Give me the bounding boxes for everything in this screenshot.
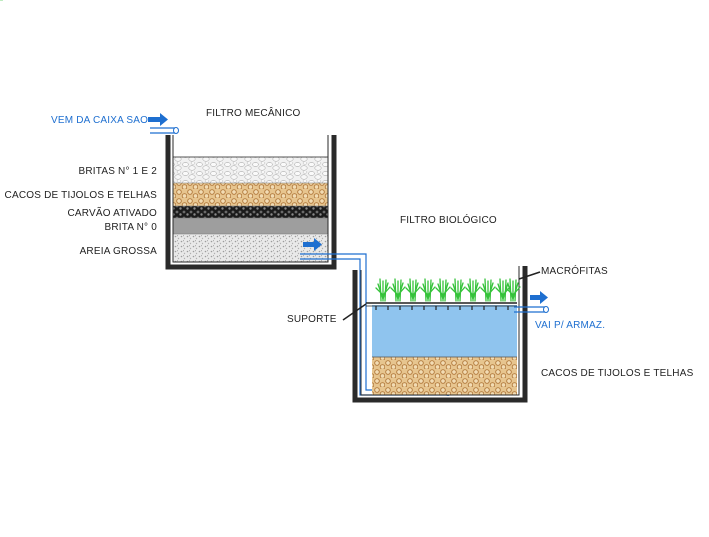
outlet-flow-arrow-icon bbox=[530, 291, 548, 304]
macrophytes-label: MACRÓFITAS bbox=[541, 266, 608, 277]
layer-gravel-0 bbox=[173, 218, 328, 234]
layer-brick-shards bbox=[173, 183, 328, 206]
inlet-label: VEM DA CAIXA SAO bbox=[51, 115, 149, 126]
mechanical-filter-title: FILTRO MECÂNICO bbox=[206, 108, 301, 119]
layer-brick-shards-bottom bbox=[372, 357, 517, 395]
macrophytes-leader bbox=[518, 271, 541, 280]
transfer-flow-arrow-icon bbox=[303, 238, 322, 251]
coarse-sand-label: AREIA GROSSA bbox=[79, 246, 157, 257]
gravel-1-2-label: BRITAS N° 1 E 2 bbox=[78, 166, 157, 177]
layer-coarse-sand bbox=[173, 234, 328, 262]
outlet-pipe bbox=[514, 291, 549, 313]
brick-shards-label: CACOS DE TIJOLOS E TELHAS bbox=[4, 190, 157, 201]
mechanical-filter-tank bbox=[165, 135, 337, 270]
biological-tank-walls bbox=[352, 266, 528, 403]
layer-gravel-1-2 bbox=[173, 157, 328, 183]
biological-filter-tank bbox=[352, 266, 528, 403]
support-leader bbox=[342, 303, 367, 321]
biological-filter-title: FILTRO BIOLÓGICO bbox=[400, 215, 497, 226]
inlet-pipe bbox=[148, 113, 179, 134]
brick-shards-bottom-label: CACOS DE TIJOLOS E TELHAS bbox=[541, 368, 694, 379]
mechanical-tank-walls bbox=[165, 135, 337, 270]
gravel-0-label: BRITA N° 0 bbox=[104, 222, 157, 233]
inlet-flow-arrow-icon bbox=[148, 113, 168, 126]
support-label: SUPORTE bbox=[287, 314, 337, 325]
outlet-label: VAI P/ ARMAZ. bbox=[535, 320, 606, 331]
layer-activated-carbon bbox=[173, 206, 328, 218]
activated-carbon-label: CARVÃO ATIVADO bbox=[67, 208, 157, 219]
water-body bbox=[372, 305, 517, 357]
